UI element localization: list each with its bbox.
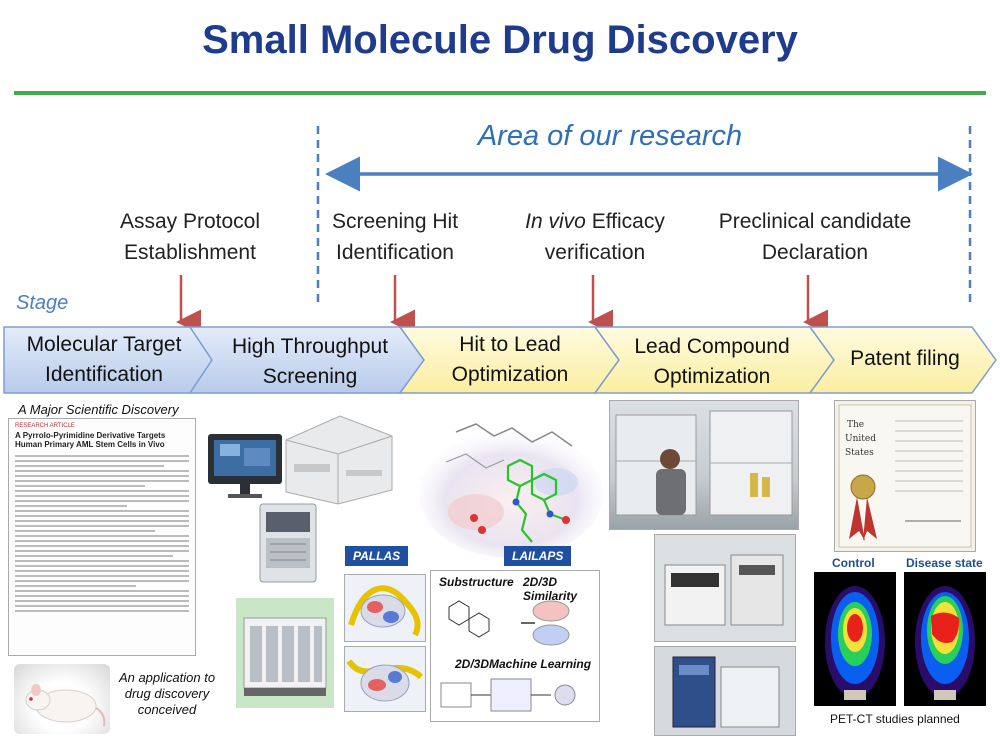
pet-disease-label: Disease state — [906, 556, 983, 570]
stage-patent-filing: Patent filing — [850, 347, 960, 370]
stage-lead-compound: Lead Compound Optimization — [612, 332, 812, 392]
mouse-caption-line: An application to — [118, 670, 216, 685]
docking-image-1 — [344, 574, 426, 642]
pet-disease-image — [904, 572, 986, 706]
instrument-image-2 — [280, 410, 398, 506]
stage-line: Optimization — [653, 365, 771, 388]
mouse-caption-line: drug discovery — [124, 686, 210, 701]
page-title: Small Molecule Drug Discovery — [202, 18, 798, 62]
ml-panel: Substructure 2D/3D Similarity 2D/3DMachi… — [430, 570, 600, 722]
instrument-image-4 — [236, 598, 334, 708]
stage-line: Screening — [262, 365, 358, 388]
instrument-image-3 — [240, 500, 330, 590]
stage-hit-to-lead: Hit to Lead Optimization — [415, 330, 605, 390]
paper-title: A Pyrrolo-Pyrimidine Derivative Targets … — [15, 431, 189, 449]
step-label-assay: Assay Protocol Establishment — [90, 206, 290, 268]
stage-line: Lead Compound — [634, 335, 790, 358]
lab-photo — [609, 400, 799, 530]
step-line: Preclinical candidate — [718, 210, 912, 233]
pet-control-label: Control — [832, 556, 875, 570]
stage-high-throughput: High Throughput Screening — [210, 332, 410, 392]
stage-line: Molecular Target — [26, 333, 182, 356]
stage-line: Identification — [45, 363, 163, 386]
stage-molecular-target: Molecular Target Identification — [6, 330, 202, 390]
svg-text:United: United — [845, 434, 876, 444]
step-label-preclinical: Preclinical candidate Declaration — [700, 206, 930, 268]
stage-line: Hit to Lead — [459, 333, 561, 356]
stage-line: Optimization — [451, 363, 569, 386]
step-line: Identification — [336, 241, 454, 264]
step-line: Assay Protocol — [119, 210, 261, 233]
patent-certificate-image: The United States — [834, 400, 976, 552]
ml-substructure-label: Substructure — [439, 575, 514, 589]
lailaps-tag: LAILAPS — [504, 546, 572, 566]
step-line: Screening Hit — [331, 210, 459, 233]
title-divider — [14, 91, 986, 95]
research-paper-image: RESEARCH ARTICLE A Pyrrolo-Pyrimidine De… — [8, 418, 196, 656]
pet-caption: PET-CT studies planned — [830, 712, 960, 726]
mouse-caption-line: conceived — [137, 702, 197, 717]
stage-label: Stage — [16, 292, 69, 314]
paper-title-line: A Pyrrolo-Pyrimidine Derivative Targets — [15, 431, 166, 440]
paper-title-line: Human Primary AML Stem Cells in Vivo — [15, 440, 165, 449]
mouse-caption: An application to drug discovery conceiv… — [112, 670, 222, 718]
docking-image-2 — [344, 646, 426, 712]
step-line: Establishment — [124, 241, 256, 264]
step-line: verification — [544, 241, 646, 264]
stage-line: High Throughput — [231, 335, 389, 358]
paper-body — [9, 455, 195, 612]
step-label-in-vivo: In vivo Efficacy verification — [495, 206, 695, 268]
ml-similarity-label: 2D/3D Similarity — [523, 575, 578, 603]
svg-text:States: States — [845, 448, 874, 458]
paper-caption: A Major Scientific Discovery — [18, 402, 179, 417]
step-rest: Efficacy — [585, 210, 665, 233]
mouse-image — [14, 664, 110, 734]
research-area-label: Area of our research — [477, 120, 743, 152]
lab-equipment-photo-2 — [654, 646, 796, 736]
step-line: In vivo Efficacy — [495, 206, 695, 237]
pallas-tag: PALLAS — [345, 546, 409, 566]
paper-header: RESEARCH ARTICLE — [15, 423, 75, 429]
molecule-structure-image — [416, 402, 606, 560]
lab-equipment-photo-1 — [654, 534, 796, 642]
stage-chevron-5 — [808, 326, 997, 394]
step-italic: In vivo — [525, 210, 586, 233]
step-label-screening-hit: Screening Hit Identification — [300, 206, 490, 268]
instrument-image-1 — [200, 414, 320, 504]
pet-control-image — [814, 572, 896, 706]
svg-text:The: The — [847, 420, 864, 430]
step-line: Declaration — [761, 241, 869, 264]
ml-learning-label: 2D/3DMachine Learning — [455, 657, 592, 671]
